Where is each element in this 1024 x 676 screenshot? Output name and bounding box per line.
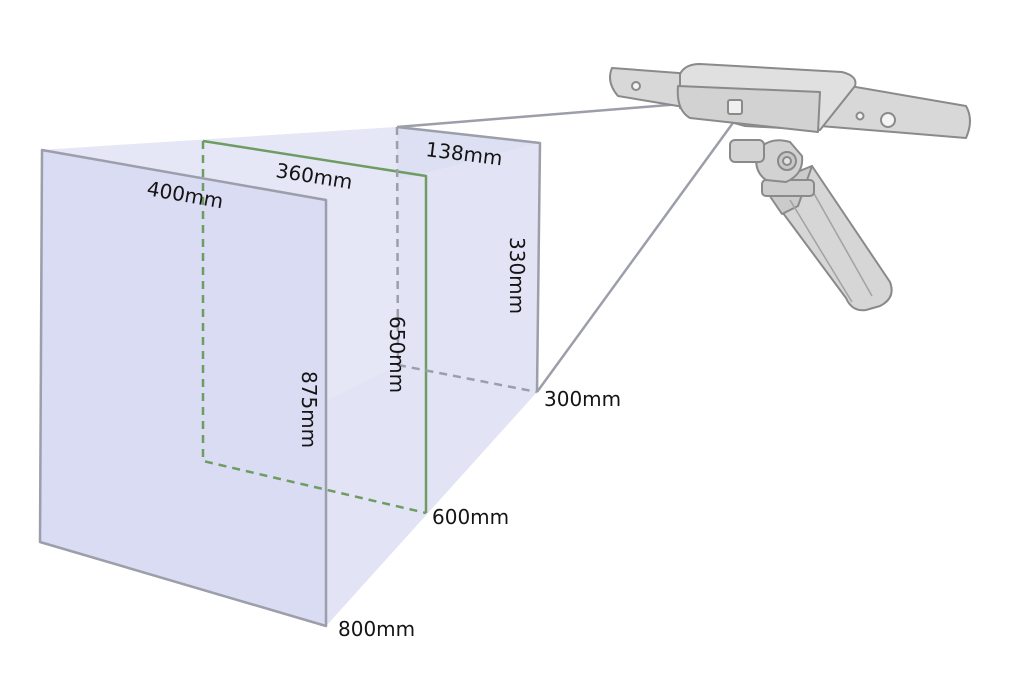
near-height-label: 330mm (505, 237, 529, 314)
near-frame-solid-edges (396, 125, 542, 393)
scanner-lower-body (676, 85, 821, 133)
near-frame (395, 125, 542, 394)
scanner-left-arm (609, 67, 693, 109)
scanner-camera-right-large (880, 112, 896, 128)
mid-height-label: 650mm (385, 316, 409, 393)
sight-line-bottom (535, 115, 740, 393)
mount-plate (729, 139, 765, 163)
scanner-camera-right-small (855, 111, 865, 121)
scanner-lens-window (727, 99, 743, 115)
scanner-right-arm (814, 79, 971, 139)
far-height-label: 875mm (297, 371, 321, 448)
near-depth-label: 300mm (544, 387, 621, 411)
mid-frame (201, 139, 428, 515)
tripod-band (761, 179, 815, 197)
far-frame (38, 148, 328, 628)
tripod-leg-seam-2 (789, 199, 853, 303)
far-depth-label: 800mm (338, 617, 415, 641)
near-frame-dashed-edges (395, 126, 538, 394)
tripod-leg-seam (811, 189, 873, 297)
ball-head-knob-inner (782, 156, 792, 166)
3d-scanner-on-tripod-icon (609, 63, 971, 312)
scanner-camera-left (631, 81, 641, 91)
mid-frame-solid-edges (202, 139, 428, 513)
mid-depth-label: 600mm (432, 505, 509, 529)
